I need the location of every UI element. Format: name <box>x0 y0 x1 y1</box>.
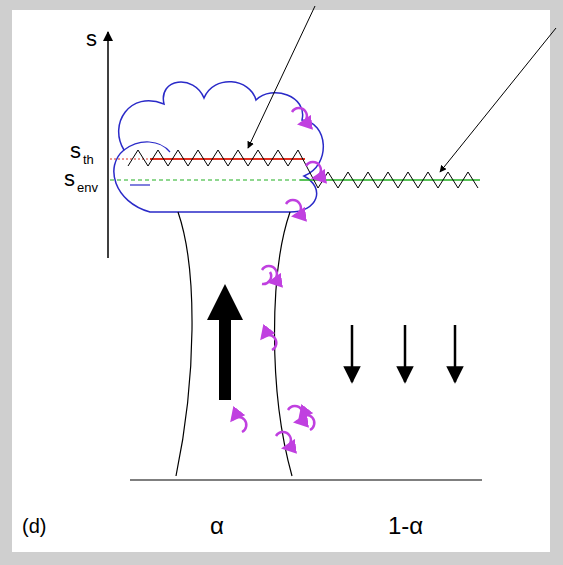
eddy-curl <box>300 415 314 430</box>
eddy-curl <box>288 406 303 422</box>
ground-line <box>130 479 482 480</box>
environment-level <box>110 179 300 180</box>
eddy-curl <box>276 432 291 448</box>
panel-label: (d) <box>22 516 46 536</box>
axis-line <box>107 32 109 258</box>
downdraft-arrow <box>404 325 407 382</box>
area-fraction-label: 1-α <box>388 514 423 538</box>
cloud-outline <box>124 142 170 152</box>
eddy-curl <box>262 272 271 284</box>
symbol-label: s <box>64 168 75 190</box>
eddy-curl <box>286 200 301 216</box>
axis-label: s <box>86 28 97 50</box>
area-fraction-label: α <box>210 514 224 538</box>
updraft-arrow <box>207 284 243 320</box>
subscript-label: env <box>77 181 98 194</box>
eddy-curl <box>292 108 307 124</box>
panel-ground <box>12 10 550 552</box>
eddy-curl <box>262 335 276 350</box>
updraft-arrow <box>219 318 231 400</box>
eddy-curl <box>232 417 246 432</box>
cloud-outline <box>114 82 323 212</box>
subscript-label: th <box>83 153 94 166</box>
cloud-outline <box>130 184 150 185</box>
updraft-wall <box>176 212 192 476</box>
fluctuation-zigzag <box>128 150 478 188</box>
pointer-arrow <box>440 28 556 172</box>
eddy-curl <box>306 162 321 178</box>
downdraft-arrow <box>454 325 457 382</box>
pointer-arrow <box>248 6 315 148</box>
downdraft-arrow <box>351 325 354 382</box>
symbol-label: s <box>70 140 81 162</box>
